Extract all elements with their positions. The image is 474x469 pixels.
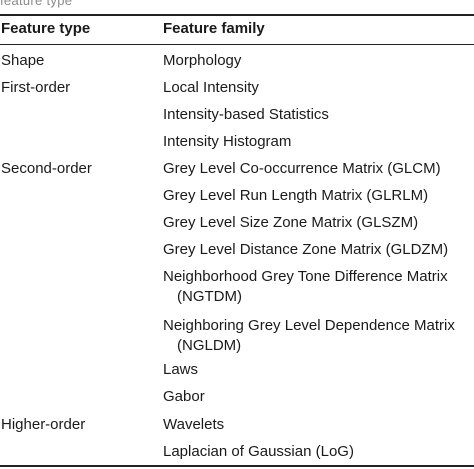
feature-family-cell: Intensity-based Statistics	[163, 106, 329, 123]
feature-family-cell: Neighborhood Grey Tone Difference Matrix	[163, 268, 448, 285]
feature-family-cell: Morphology	[163, 52, 242, 69]
table-caption-fragment: feature type	[0, 0, 73, 8]
feature-family-cell: Grey Level Run Length Matrix (GLRLM)	[163, 187, 429, 204]
feature-family-cell-continuation: (NGLDM)	[177, 337, 242, 354]
feature-family-cell: Laplacian of Gaussian (LoG)	[163, 443, 354, 460]
feature-type-cell: Second-order	[1, 160, 92, 177]
feature-family-cell: Neighboring Grey Level Dependence Matrix	[163, 317, 455, 334]
feature-family-cell: Laws	[163, 361, 199, 378]
feature-family-cell: Local Intensity	[163, 79, 259, 96]
feature-family-cell: Grey Level Distance Zone Matrix (GLDZM)	[163, 241, 449, 258]
feature-family-cell: Gabor	[163, 388, 205, 405]
feature-family-cell: Grey Level Co-occurrence Matrix (GLCM)	[163, 160, 441, 177]
feature-family-cell: Intensity Histogram	[163, 133, 292, 150]
feature-type-cell: First-order	[1, 79, 71, 96]
feature-type-cell: Higher-order	[1, 416, 86, 433]
header-feature-type: Feature type	[1, 20, 91, 37]
table-top-rule	[0, 14, 474, 16]
header-feature-family: Feature family	[163, 20, 265, 37]
feature-family-cell: Grey Level Size Zone Matrix (GLSZM)	[163, 214, 419, 231]
feature-type-cell: Shape	[1, 52, 45, 69]
feature-family-cell: Wavelets	[163, 416, 225, 433]
feature-family-cell-continuation: (NGTDM)	[177, 288, 242, 305]
table-header-rule	[0, 44, 474, 45]
table-bottom-rule	[0, 465, 474, 467]
